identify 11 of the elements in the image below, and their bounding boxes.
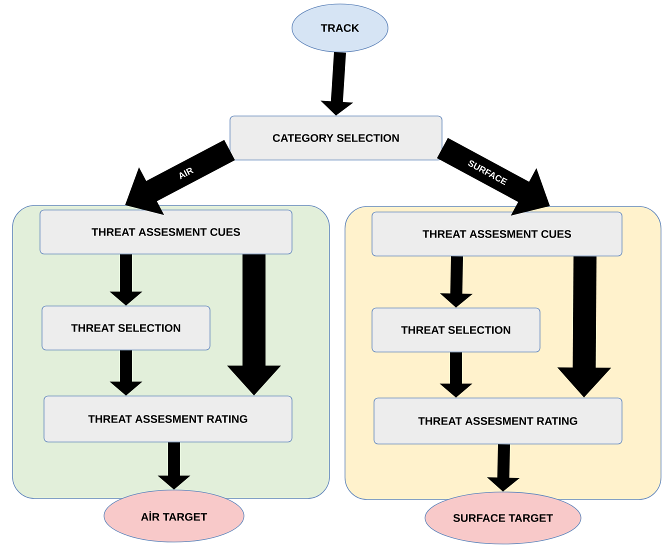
ellipse-node: TRACK xyxy=(292,4,388,52)
process-box: THREAT ASSESMENT RATING xyxy=(44,396,292,442)
ellipse-node: SURFACE TARGET xyxy=(424,492,582,544)
process-box: THREAT ASSESMENT CUES xyxy=(372,212,622,256)
process-box: THREAT SELECTION xyxy=(372,308,540,352)
process-box: THREAT ASSESMENT RATING xyxy=(374,398,622,444)
process-box: THREAT ASSESMENT CUES xyxy=(40,210,292,254)
process-box: CATEGORY SELECTION xyxy=(230,116,442,160)
ellipse-node: AİR TARGET xyxy=(104,490,244,542)
edge-label: AIR xyxy=(180,168,194,180)
process-box: THREAT SELECTION xyxy=(42,306,210,350)
